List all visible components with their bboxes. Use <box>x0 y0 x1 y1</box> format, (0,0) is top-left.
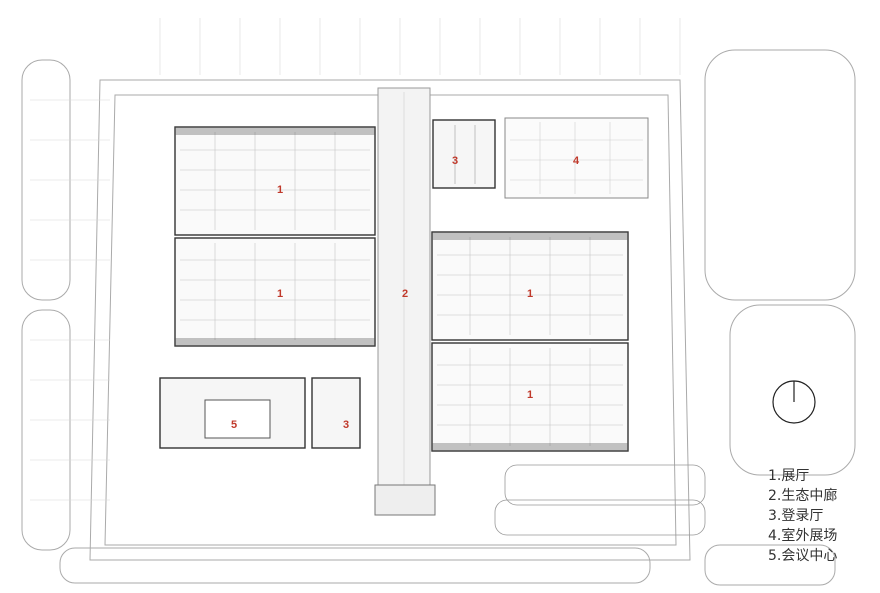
hall-nw-lower <box>174 237 376 347</box>
legend-item-registration-hall: 3.登录厅 <box>768 508 824 524</box>
legend: 1.展厅 2.生态中廊 3.登录厅 4.室外展场 5.会议中心 <box>768 466 878 566</box>
outdoor-exhibition <box>504 117 649 199</box>
grid-lines <box>30 18 681 501</box>
label-registration-north: 3 <box>452 155 458 167</box>
eco-corridor <box>374 87 436 516</box>
hall-nw-upper <box>174 126 376 236</box>
registration-hall-north <box>432 119 496 189</box>
label-registration-south: 3 <box>343 419 349 431</box>
label-conference-center: 5 <box>231 419 237 431</box>
hall-e-upper <box>431 231 629 341</box>
label-hall-nw-lower: 1 <box>277 288 283 300</box>
label-corridor: 2 <box>402 288 408 300</box>
parking <box>494 464 706 536</box>
legend-item-outdoor-exhibition: 4.室外展场 <box>768 528 838 544</box>
site-roads <box>21 49 856 586</box>
label-hall-e-lower: 1 <box>527 389 533 401</box>
legend-item-exhibition-hall: 1.展厅 <box>768 468 810 484</box>
label-hall-nw-upper: 1 <box>277 184 283 196</box>
north-arrow-icon <box>772 380 816 424</box>
legend-item-eco-corridor: 2.生态中廊 <box>768 488 838 504</box>
label-hall-e-upper: 1 <box>527 288 533 300</box>
label-outdoor-exhibition: 4 <box>573 155 580 167</box>
legend-item-conference-center: 5.会议中心 <box>768 548 838 564</box>
registration-hall-south <box>311 377 361 449</box>
conference-center <box>159 377 306 449</box>
hall-e-lower <box>431 342 629 452</box>
